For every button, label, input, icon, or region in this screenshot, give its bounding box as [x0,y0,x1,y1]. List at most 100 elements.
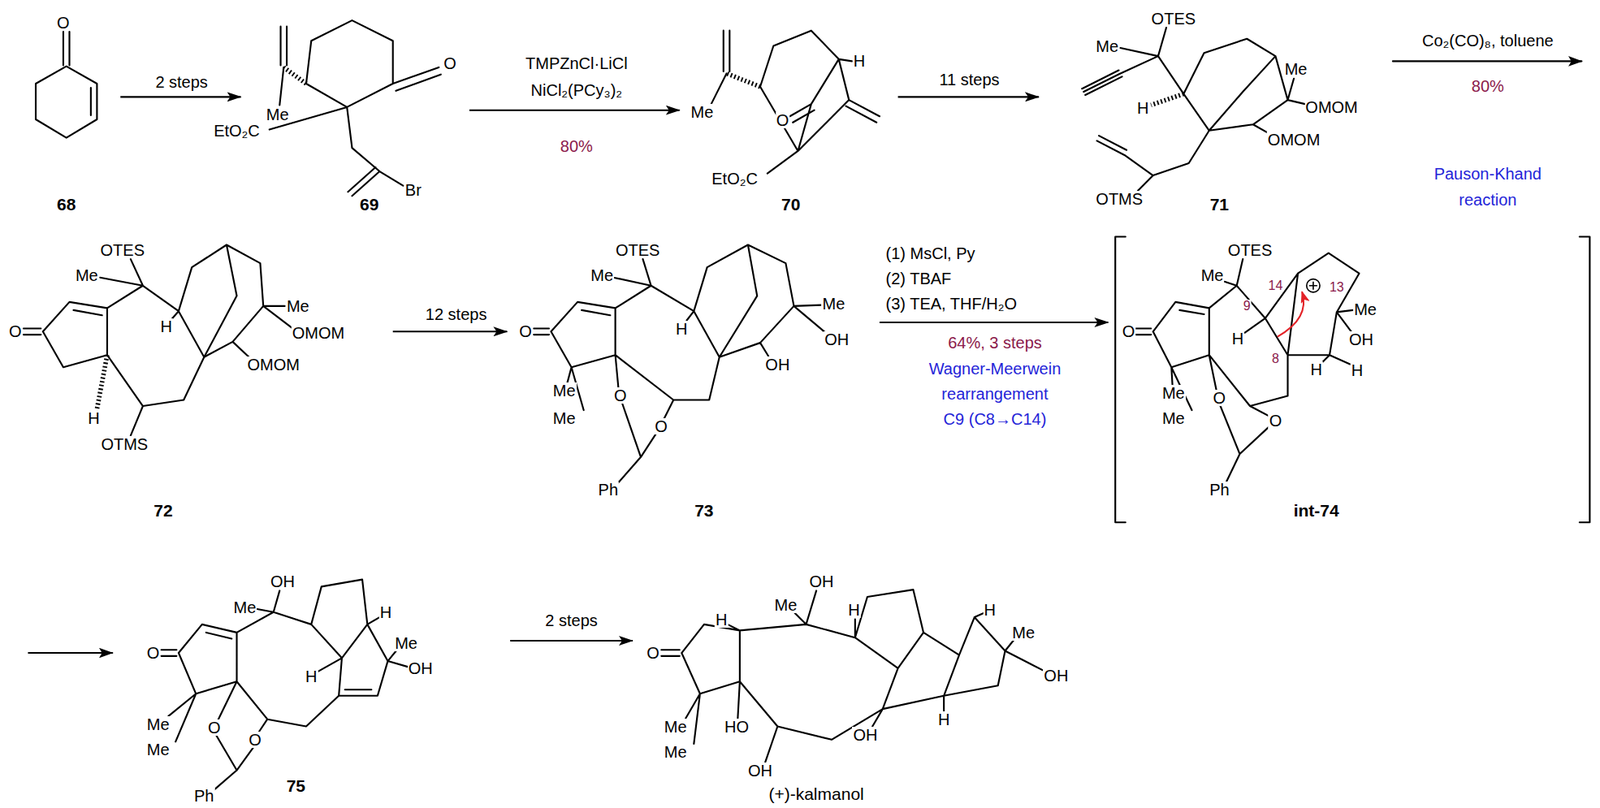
atom-label: Me [1161,384,1186,402]
atom-number: 8 [1271,352,1280,366]
atom-label: O [653,418,669,435]
atom-label: O [518,323,533,340]
structure-70 [711,30,880,174]
reagent-text: TMPZnCl·LiCl [525,55,628,72]
reaction-arrow [879,321,1108,324]
reaction-arrow [120,95,241,98]
atom-number: 14 [1267,279,1285,293]
reaction-name: rearrangement [941,385,1048,403]
atom-label: Me [1284,60,1309,78]
atom-label: OH [269,573,296,590]
atom-label: O [775,112,791,129]
compound-box: 73 [506,232,880,528]
atom-label: Me [233,599,258,616]
atom-label: Ph [1208,481,1230,498]
structure-int-74 [1115,236,1590,523]
bond [1135,253,1359,482]
reaction-arrow [469,109,680,112]
reagent-text: 12 steps [425,306,488,323]
bracket [1115,236,1590,523]
atom-label: OTMS [1094,190,1144,208]
atom-label: Me [285,298,311,315]
atom-label: OMOM [246,356,300,373]
charge-symbol [1309,281,1318,290]
bond [533,245,826,484]
atom-label: Me [265,106,290,123]
atom-label: O [207,719,222,736]
compound-number: int-74 [1293,501,1340,519]
atom-label: Me [689,103,714,121]
atom-label: OH [764,356,791,373]
atom-label: OTMS [99,436,149,453]
yield-text: 64%, 3 steps [947,334,1043,351]
atom-label: OH [808,573,835,590]
bond [269,20,442,196]
reaction-arrow [898,95,1039,98]
atom-label: OTES [99,242,146,259]
reagent-text: Co₂(CO)₈, toluene [1422,32,1554,49]
compound-number: 70 [781,195,800,213]
atom-label: H [160,318,173,335]
atom-label: Me [552,410,577,427]
atom-label: H [982,601,996,619]
reagent-text: 2 steps [544,612,597,629]
atom-label: OH [1042,667,1069,684]
atom-label: Me [774,596,799,614]
reaction-name: reaction [1458,191,1517,208]
atom-label: Me [74,267,100,284]
bond [1081,27,1306,191]
atom-label: H [304,668,318,685]
atom-label: Me [1200,267,1225,284]
hashed-bond [283,67,307,84]
compound-number: 69 [359,195,379,213]
structure-72 [23,245,294,437]
atom-label: Me [146,741,171,758]
compound-number: 75 [286,777,306,795]
charge-symbol [1306,279,1320,293]
compound-number: 71 [1210,195,1229,213]
atom-label: Me [393,635,419,652]
atom-label: OTES [1227,242,1273,259]
atom-label: Me [1161,410,1186,427]
structure-68 [35,31,97,139]
atom-label: O [8,323,23,340]
bond [661,589,1045,762]
atom-label: Ph [597,481,619,498]
compound-number: (+)-kalmanol [768,785,864,803]
compound-box: (+)-kalmanol [632,558,1082,805]
atom-label: O [247,731,263,749]
reaction-name: Wagner-Meerwein [929,360,1062,377]
bond [161,579,410,791]
reagent-text: NiCl₂(PCy₃)₂ [531,82,623,99]
compound-box: int-74 [1107,232,1596,528]
atom-label: OH [747,762,774,779]
reagent-text: (1) MsCl, Py [886,245,976,262]
atom-label: H [1309,361,1323,378]
reagent-text: (2) TBAF [886,270,952,287]
atom-label: EtO₂C [212,122,261,139]
atom-label: OH [407,660,434,677]
compound-box: 72 [4,232,393,528]
atom-label: H [1231,330,1245,347]
atom-label: H [1350,362,1364,379]
atom-label: Me [1011,624,1036,641]
atom-label: O [645,644,661,662]
atom-label: Me [663,718,688,736]
structure-69 [269,20,442,196]
atom-label: H [714,611,728,628]
atom-label: H [86,410,100,427]
atom-label: Me [552,382,577,399]
atom-label: O [442,55,458,72]
structure-kalmanol [661,589,1045,762]
compound-number: 68 [56,195,76,213]
structure-73 [533,245,826,484]
atom-label: Me [589,267,615,284]
atom-number: 9 [1242,299,1252,313]
atom-label: Me [821,295,847,312]
yield-text: 80% [560,138,593,155]
atom-label: H [674,320,688,338]
reaction-arrow [510,640,633,642]
bond [711,30,880,174]
